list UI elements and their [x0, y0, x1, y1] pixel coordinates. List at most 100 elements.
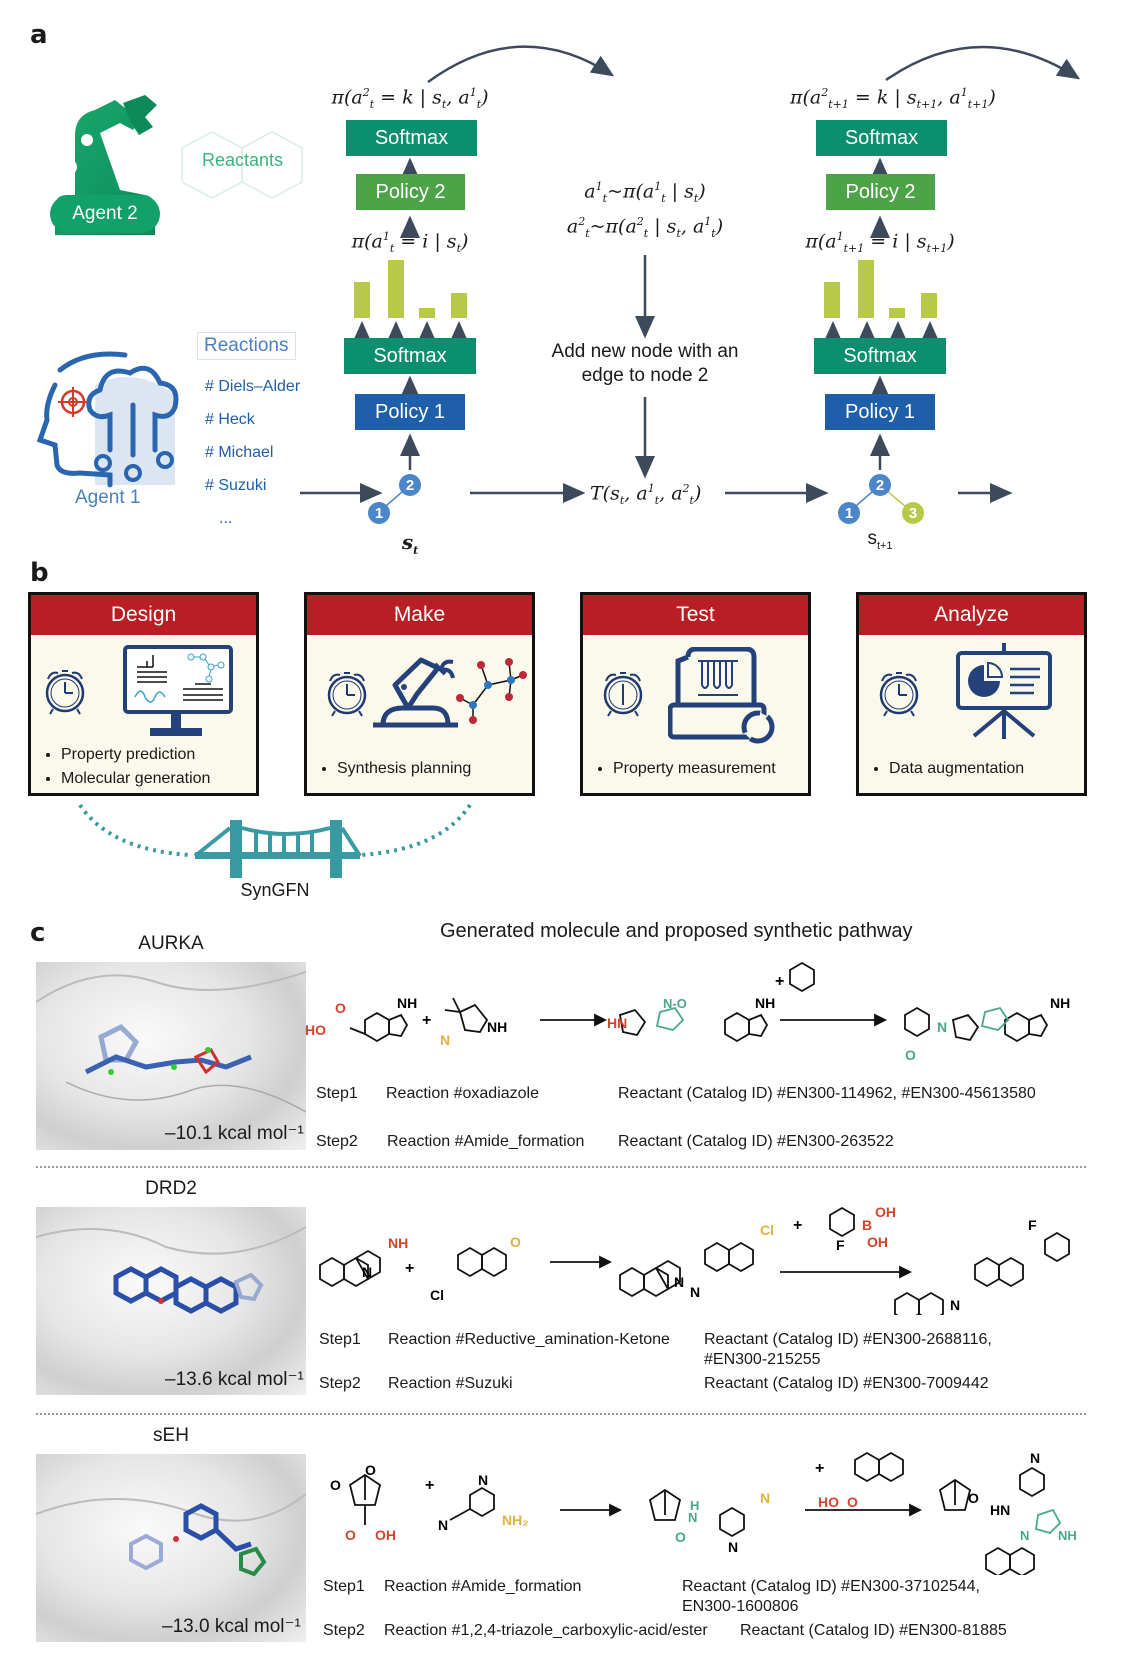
analyze-card: Analyze Data augmentation	[856, 592, 1087, 796]
ligand-pose	[36, 1226, 306, 1314]
atom-label: NH	[397, 995, 417, 1011]
bridge-icon	[78, 803, 472, 878]
section-divider	[36, 1166, 1086, 1168]
atom-label: O	[330, 1477, 341, 1493]
step-label: Step1	[319, 1331, 361, 1348]
synthesis-pathway-aurka: HO O NH + N NH HN N-O NH + HO O N NH	[305, 960, 1070, 1063]
panel-b-label: b	[30, 558, 49, 588]
atom-label: F	[1028, 1217, 1037, 1233]
alarm-clock-icon	[45, 670, 85, 715]
atom-label: F	[836, 1237, 845, 1253]
atom-label: O	[365, 1462, 376, 1478]
graph-node: 2	[869, 474, 891, 496]
card-bullet: Property measurement	[613, 757, 776, 781]
pi-top-t1: π(a2t+1 = k | st+1, a1t+1)	[790, 86, 996, 112]
atom-label: HN	[990, 1502, 1010, 1518]
graph-node: 2	[399, 474, 421, 496]
ligand-pose	[36, 1493, 306, 1577]
plus-sign: +	[405, 1260, 414, 1277]
card-bullet: Data augmentation	[889, 757, 1024, 781]
atom-label: NH	[388, 1235, 408, 1251]
panel-c-title: Generated molecule and proposed syntheti…	[440, 920, 913, 942]
atom-label: N	[1020, 1528, 1029, 1543]
binding-energy: –13.6 kcal mol⁻¹	[165, 1369, 304, 1390]
reaction-item: # Suzuki	[205, 477, 267, 494]
step-label: Step1	[316, 1085, 358, 1102]
make-card: Make Synthesis planning	[304, 592, 535, 796]
reactant-ids: Reactant (Catalog ID) #EN300-114962, #EN…	[618, 1085, 1036, 1102]
monitor-chart-icon	[123, 645, 233, 736]
card-title: Analyze	[859, 595, 1084, 635]
reactants-label: Reactants	[201, 150, 284, 170]
atom-label: HO	[305, 1022, 326, 1038]
atom-label: N	[690, 1284, 700, 1300]
card-title: Test	[583, 595, 808, 635]
atom-label: NH	[1058, 1528, 1077, 1543]
card-bullet: Property prediction	[61, 743, 210, 767]
synthesis-pathway-drd2: NH N + Cl O N N Cl + B OH OH F N F	[319, 1204, 1070, 1315]
state-label-t1: st+1	[867, 528, 893, 552]
atom-label: HN	[607, 1015, 627, 1031]
graph-node: 1	[368, 502, 390, 524]
reaction-name: Reaction #Reductive_amination-Ketone	[388, 1331, 670, 1348]
alarm-clock-icon	[327, 672, 367, 717]
alarm-clock-icon	[603, 672, 643, 717]
atom-label: N-O	[663, 996, 687, 1011]
reaction-name: Reaction #oxadiazole	[386, 1085, 539, 1102]
sample-a2: a2t~π(a2t | st, a1t)	[566, 215, 724, 241]
atom-label: N	[937, 1019, 947, 1035]
prob-bar	[824, 282, 840, 318]
target-name: sEH	[153, 1425, 189, 1446]
graph-node: 1	[838, 502, 860, 524]
step-label: Step1	[323, 1578, 365, 1595]
target-name: DRD2	[145, 1178, 197, 1199]
docking-pose-image	[36, 1454, 306, 1642]
docking-pose-image	[36, 962, 306, 1150]
atom-label: Cl	[760, 1222, 774, 1238]
reaction-name: Reaction #Amide_formation	[384, 1578, 582, 1595]
sample-a1: a1t~π(a1t | st)	[584, 180, 706, 206]
agent1-label: Agent 1	[75, 487, 141, 508]
pi-mid-t: π(a1t = i | st)	[351, 230, 469, 256]
atom-label: N	[674, 1274, 684, 1290]
plus-sign: +	[425, 1477, 434, 1494]
plus-sign: +	[422, 1012, 431, 1029]
ai-head-icon	[36, 351, 179, 488]
atom-label: N	[362, 1264, 372, 1280]
card-bullet: Synthesis planning	[337, 757, 471, 781]
atom-label: N	[438, 1517, 448, 1533]
plus-sign: +	[815, 1460, 824, 1477]
atom-label: O	[335, 1000, 346, 1016]
atom-label: O	[905, 1047, 916, 1063]
atom-label: OH	[867, 1234, 888, 1250]
section-divider	[36, 1413, 1086, 1415]
action-line: edge to node 2	[581, 365, 709, 386]
pi-mid-t1: π(a1t+1 = i | st+1)	[805, 230, 955, 256]
atom-label: Cl	[430, 1287, 444, 1303]
softmax-top-t1: Softmax	[816, 120, 947, 156]
reaction-name: Reaction #1,2,4-triazole_carboxylic-acid…	[384, 1622, 708, 1639]
reactant-ids: Reactant (Catalog ID) #EN300-37102544,	[682, 1578, 980, 1595]
prob-bar	[858, 260, 874, 318]
atom-label: N	[760, 1490, 770, 1506]
binding-energy: –10.1 kcal mol⁻¹	[165, 1123, 304, 1144]
atom-label: O	[345, 1527, 356, 1543]
atom-label: O	[847, 1494, 858, 1510]
atom-label: NH	[755, 995, 775, 1011]
reaction-name: Reaction #Amide_formation	[387, 1133, 585, 1150]
ligand-pose	[36, 971, 306, 1113]
pi-top-t: π(a2t = k | st, a1t)	[331, 86, 489, 112]
flow-arrows	[300, 45, 1081, 513]
atom-label: N	[950, 1297, 960, 1313]
lab-instrument-icon	[668, 647, 775, 744]
design-card: Design Property prediction Molecular gen…	[28, 592, 259, 796]
prob-bar	[451, 293, 467, 318]
card-bullet: Molecular generation	[61, 767, 210, 791]
target-name: AURKA	[138, 933, 204, 954]
atom-label: H	[690, 1498, 699, 1513]
synthesis-pathway-seh: O O O OH + N N NH₂ H N O N N + HO O O HN…	[330, 1450, 1077, 1575]
state-label-t: st	[401, 530, 419, 557]
policy2-t1: Policy 2	[826, 174, 935, 210]
plus-sign: +	[793, 1217, 802, 1234]
atom-label: OH	[875, 1204, 896, 1220]
